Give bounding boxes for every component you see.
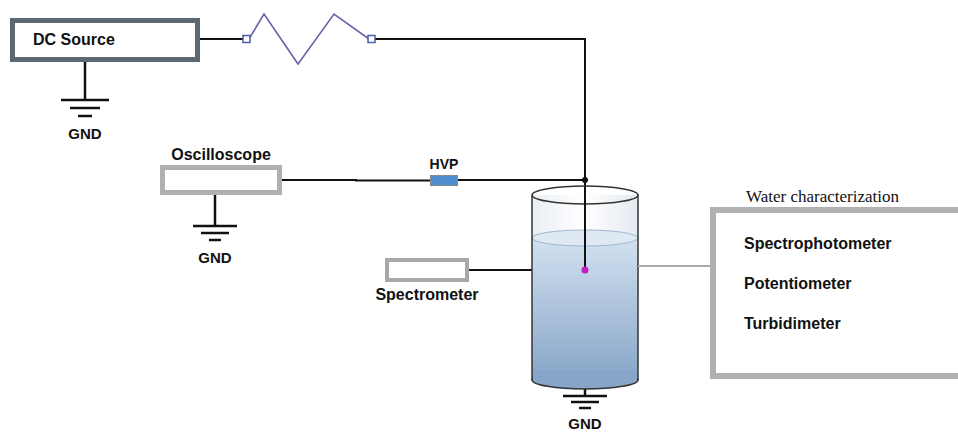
oscilloscope-box: Oscilloscope [160, 165, 282, 195]
beaker [532, 177, 638, 389]
ground-symbol [563, 388, 607, 408]
ground-label: GND [68, 125, 101, 142]
sampling-line [638, 265, 710, 267]
instrument-name: Spectrophotometer [744, 235, 958, 253]
ground-label: GND [198, 249, 231, 266]
node-label: Oscilloscope [171, 146, 271, 164]
signal-wire [282, 179, 430, 182]
instrument-name: Potentiometer [744, 275, 958, 293]
node-label: HVP [430, 156, 459, 172]
node-label: DC Source [33, 31, 115, 49]
analysis-box: Water characterizationSpectrophotometerP… [710, 207, 958, 379]
instrument-name: Turbidimeter [744, 315, 958, 333]
ground-label: GND [568, 415, 601, 432]
ground-symbol [61, 58, 109, 116]
node-label: Spectrometer [375, 286, 478, 304]
ground-symbol [193, 195, 237, 240]
probe-symbol: HVP [430, 175, 458, 186]
resistor-symbol [243, 14, 375, 64]
node-label: Water characterization [746, 187, 899, 207]
source-box: DC Source [10, 18, 200, 62]
spectrometer-box: Spectrometer [385, 258, 469, 282]
